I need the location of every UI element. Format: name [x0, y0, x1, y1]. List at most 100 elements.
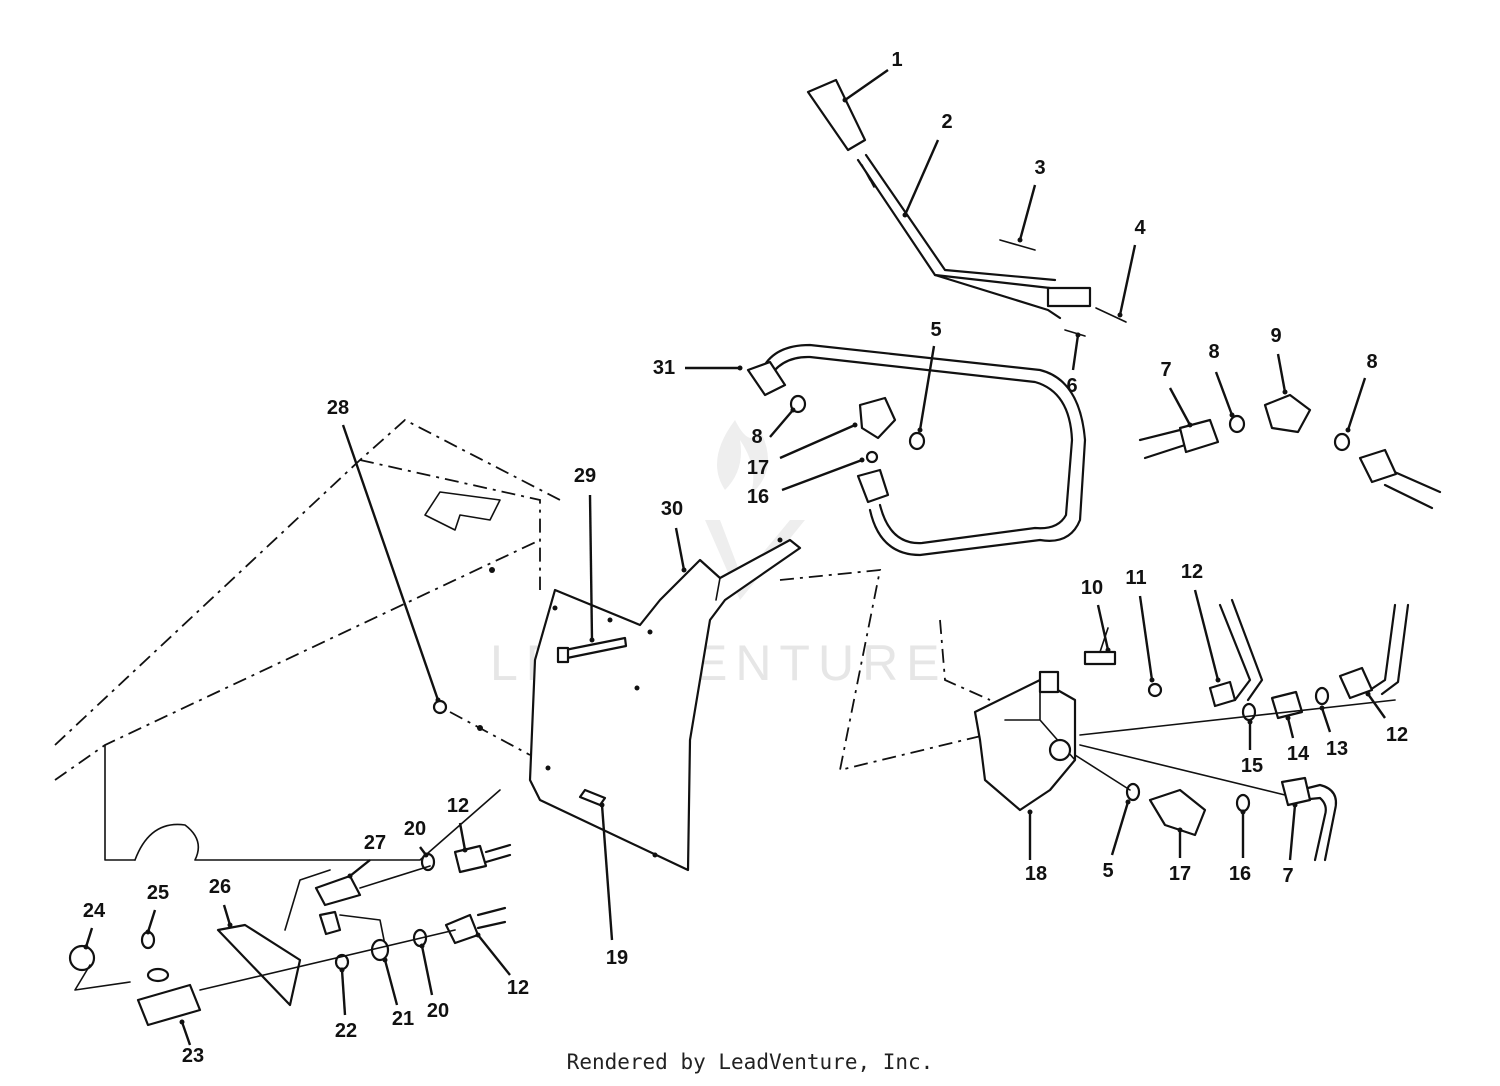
leader-tip-c17b — [1177, 827, 1183, 833]
leader-line-c19 — [600, 804, 614, 941]
leader-tip-c29 — [589, 637, 595, 643]
mounting-bracket — [432, 537, 802, 872]
callout-label: 25 — [147, 882, 169, 904]
callout-label: 12 — [1181, 561, 1203, 583]
callout-label: 5 — [930, 319, 941, 341]
callout-label: 19 — [606, 947, 628, 969]
callout-label: 23 — [182, 1045, 204, 1067]
tractor-body-outline — [54, 418, 991, 861]
leader-tip-c7a — [1187, 422, 1193, 428]
callout-label: 29 — [574, 465, 596, 487]
leader-tip-c15 — [1247, 719, 1253, 725]
leader-tip-c16b — [1240, 809, 1246, 815]
leader-tip-c5b — [1125, 799, 1131, 805]
leader-line-c9 — [1276, 353, 1287, 393]
leader-tip-c26 — [227, 922, 233, 928]
leader-tip-c20a — [423, 852, 429, 858]
callout-label: 15 — [1241, 755, 1263, 777]
callout-label: 27 — [364, 832, 386, 854]
callout-label: 14 — [1287, 743, 1310, 765]
leader-line-c12d — [477, 934, 511, 976]
leader-tip-c6 — [1075, 332, 1081, 338]
leader-tip-c19 — [599, 802, 605, 808]
leader-tip-c25 — [145, 929, 151, 935]
callout-label: 1 — [891, 49, 902, 71]
leader-tip-c13 — [1319, 705, 1325, 711]
control-valve — [789, 394, 1396, 837]
leader-tip-c5a — [917, 427, 923, 433]
footer-credit: Rendered by LeadVenture, Inc. — [566, 1050, 934, 1074]
leader-tip-c28 — [435, 697, 441, 703]
leader-tip-c3 — [1017, 237, 1023, 243]
leader-line-c10 — [1096, 604, 1110, 651]
callout-label: 8 — [1366, 351, 1377, 373]
leader-tip-c8c — [790, 407, 796, 413]
leader-line-c30 — [674, 527, 686, 571]
leader-line-c12c — [458, 822, 467, 851]
callout-label: 20 — [427, 1000, 449, 1022]
leader-tip-c8a — [1229, 412, 1235, 418]
leader-tip-c24 — [83, 944, 89, 950]
leader-tip-c12a — [1215, 677, 1221, 683]
leader-line-c2 — [903, 139, 940, 216]
leader-line-c28 — [341, 424, 440, 701]
leader-line-c12b — [1367, 693, 1386, 719]
leader-tip-c2 — [902, 212, 908, 218]
leader-line-c4 — [1118, 244, 1137, 316]
callout-label: 20 — [404, 818, 426, 840]
leader-tip-c23 — [179, 1019, 185, 1025]
callout-label: 17 — [747, 457, 769, 479]
leader-tip-c1 — [842, 97, 848, 103]
callout-label: 2 — [941, 111, 952, 133]
callout-label: 9 — [1270, 325, 1281, 347]
callout-label: 6 — [1066, 375, 1077, 397]
leader-line-c5b — [1110, 801, 1130, 856]
leader-tip-c11 — [1149, 677, 1155, 683]
leader-tip-c31 — [737, 365, 743, 371]
leader-line-c7a — [1168, 387, 1192, 426]
callout-label: 12 — [447, 795, 469, 817]
leader-line-c29 — [588, 494, 594, 641]
leader-tip-c14 — [1285, 715, 1291, 721]
callout-label: 21 — [392, 1008, 414, 1030]
leader-tip-c4 — [1117, 312, 1123, 318]
rear-coupler-assembly — [68, 843, 512, 1027]
leader-tip-c7b — [1292, 802, 1298, 808]
leader-line-c16a — [781, 458, 863, 492]
callout-label: 18 — [1025, 863, 1047, 885]
callout-label: 16 — [1229, 863, 1251, 885]
callout-label: 11 — [1125, 567, 1146, 589]
leader-tip-c20b — [419, 943, 425, 949]
callout-label: 12 — [507, 977, 529, 999]
leader-tip-c9 — [1282, 389, 1288, 395]
leader-line-c14 — [1286, 717, 1295, 739]
callout-label: 7 — [1282, 865, 1293, 887]
callout-label: 7 — [1160, 359, 1171, 381]
callout-label: 5 — [1102, 860, 1113, 882]
leader-line-c21 — [383, 959, 399, 1006]
callout-label: 17 — [1169, 863, 1191, 885]
leader-line-c5a — [918, 345, 936, 431]
callout-label: 16 — [747, 486, 769, 508]
leader-tip-c30 — [681, 567, 687, 573]
callout-label: 8 — [751, 426, 762, 448]
leader-line-c26 — [222, 904, 232, 926]
leader-tip-c27 — [347, 873, 353, 879]
leader-tip-c16a — [859, 457, 865, 463]
callout-label: 31 — [653, 357, 675, 379]
leader-line-c24 — [84, 927, 94, 948]
leader-line-c8c — [769, 409, 794, 438]
leader-line-c22 — [340, 969, 347, 1016]
leader-tip-c8b — [1345, 427, 1351, 433]
callout-label: 13 — [1326, 738, 1348, 760]
leader-line-c11 — [1138, 595, 1154, 681]
leader-line-c17a — [779, 423, 856, 460]
callout-label: 24 — [83, 900, 106, 922]
leader-line-c8a — [1214, 371, 1234, 416]
leader-tip-c22 — [339, 967, 345, 973]
leader-line-c12a — [1193, 589, 1220, 681]
callout-label: 12 — [1386, 724, 1408, 746]
leader-tip-c10 — [1105, 647, 1111, 653]
